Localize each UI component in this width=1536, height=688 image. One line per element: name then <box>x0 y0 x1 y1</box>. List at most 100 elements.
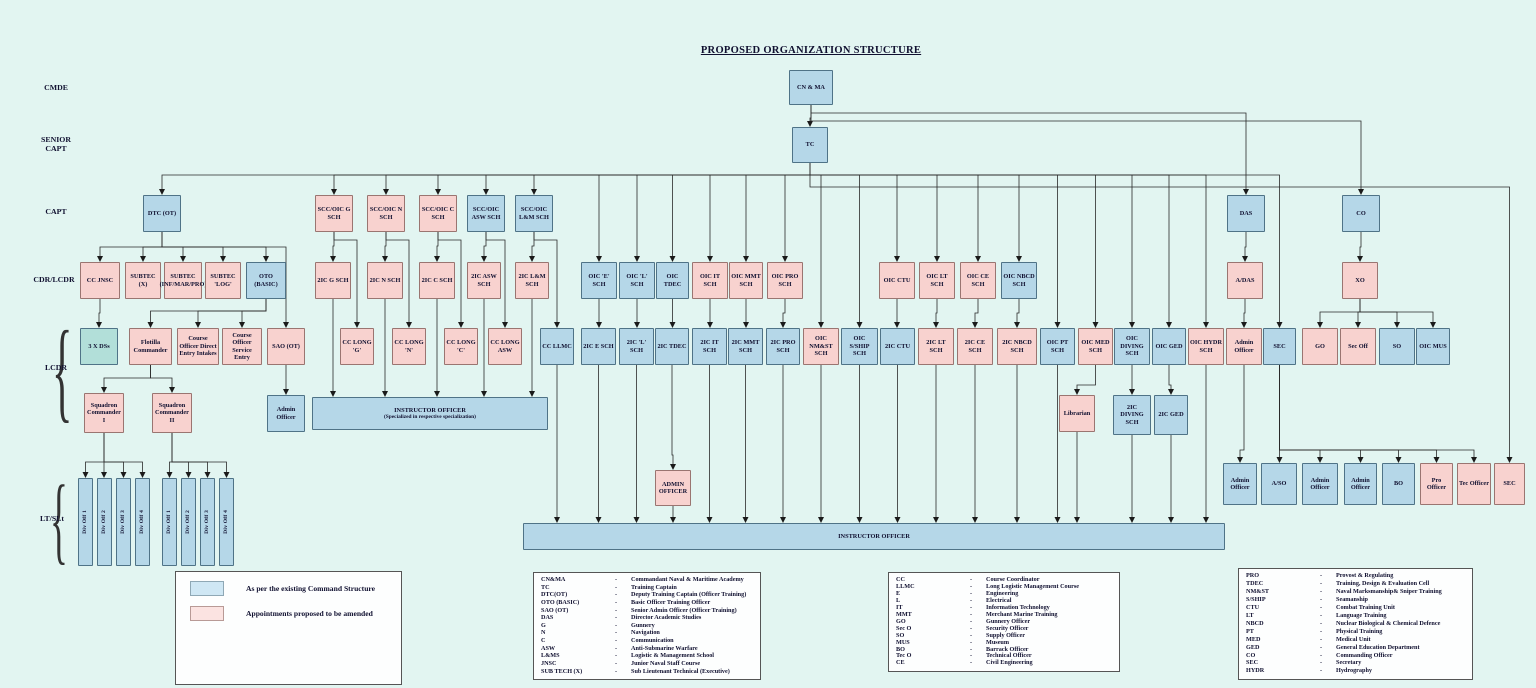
abbr-row: GED-General Education Department <box>1246 643 1465 652</box>
abbr-row: C-Communication <box>541 637 753 645</box>
abbr-row: SEC-Secretary <box>1246 660 1465 667</box>
org-box-i2ged: 2IC GED <box>1154 395 1188 435</box>
org-box-i2it: 2IC IT SCH <box>692 328 727 365</box>
abbr-dash: - <box>969 617 973 625</box>
connector-co-xo <box>1357 232 1363 262</box>
connector-tc-oicl <box>634 163 811 262</box>
abbr-key: S/SHIP <box>1246 595 1266 603</box>
org-box-label: OIC NM&ST SCH <box>809 335 833 358</box>
abbr-key: HYDR <box>1246 667 1265 675</box>
abbr-key: SUB TECH (X) <box>541 667 583 675</box>
org-box-label: CC JNSC <box>86 276 114 284</box>
connector-flotilla-sqn2 <box>150 365 175 393</box>
connector-sccc-clc <box>437 232 464 328</box>
org-box-label: ADMIN OFFICER <box>658 480 688 495</box>
abbr-key: CE <box>896 659 905 667</box>
abbr-value: Director Academic Studies <box>631 614 702 622</box>
connector-cnma-co <box>810 105 1364 195</box>
abbr-key: GED <box>1246 643 1260 651</box>
org-box-label: 2IC PRO SCH <box>770 339 796 354</box>
org-box-i2g: 2IC G SCH <box>315 262 351 299</box>
org-box-bar1: INSTRUCTOR OFFICER(Specialized in respec… <box>312 397 548 430</box>
connector-sccg-clg <box>333 232 360 328</box>
abbr-value: Technical Officer <box>986 652 1032 660</box>
org-box-oto: OTO (BASIC) <box>246 262 286 299</box>
org-box-dss: 3 X DSs <box>80 328 118 365</box>
org-box-i2tdec: 2IC TDEC <box>655 328 689 365</box>
org-box-d2: Div Off 2 <box>97 478 112 566</box>
connector-sqn2-d7 <box>171 433 211 478</box>
abbr-dash: - <box>614 652 618 660</box>
org-box-oicpro: OIC PRO SCH <box>767 262 803 299</box>
org-box-bar2: INSTRUCTOR OFFICER <box>523 523 1225 550</box>
abbr-row: N-Navigation <box>541 630 753 637</box>
org-box-adminbr1: Admin Officer <box>1223 463 1257 505</box>
abbr-dash: - <box>969 645 973 653</box>
org-box-label: SUBTEC (INF/MAR/PRO) <box>159 273 207 288</box>
blue-swatch <box>190 581 224 596</box>
abbr-dash: - <box>1319 587 1323 595</box>
abbr-key: PRO <box>1246 572 1260 579</box>
abbr-key: CC <box>896 576 905 583</box>
abbr-dash: - <box>614 614 618 622</box>
abbr-dash: - <box>1319 651 1323 659</box>
connector-tc-oicmed <box>809 163 1099 328</box>
org-box-label: OIC LT SCH <box>926 273 948 288</box>
abbr-key: TDEC <box>1246 579 1264 587</box>
abbr-dash: - <box>1319 619 1323 627</box>
abbr-value: Course Coordinator <box>986 576 1040 583</box>
org-box-asobr: A/SO <box>1261 463 1297 505</box>
org-box-label: 2IC NBCD SCH <box>1002 339 1032 354</box>
org-box-cose: Course Officer Service Entry <box>222 328 262 365</box>
abbr-value: Information Technology <box>986 603 1050 611</box>
abbr-value: Communication <box>631 637 674 644</box>
org-box-label: Div Off 4 <box>139 510 146 534</box>
org-box-label: Admin Officer <box>276 406 296 421</box>
org-box-co: CO <box>1342 195 1380 232</box>
pink-swatch <box>190 606 224 621</box>
org-box-label: Flotilla Commander <box>133 339 168 354</box>
abbr-row: G-Gunnery <box>541 621 753 630</box>
org-box-d6: Div Off 2 <box>181 478 196 566</box>
connector-tc-oictdec <box>669 163 811 262</box>
org-box-label: 2IC CE SCH <box>964 339 986 354</box>
abbr-key: JNSC <box>541 659 557 667</box>
org-box-label: OIC TDEC <box>663 273 682 288</box>
abbr-dash: - <box>969 638 973 646</box>
abbr-dash: - <box>969 652 973 660</box>
abbr-dash: - <box>614 598 618 606</box>
connector-dtc-subtecx <box>140 232 163 262</box>
abbr-row: CE-Civil Engineering <box>896 660 1112 667</box>
connector-oiclt-i2lt <box>933 299 939 328</box>
abbr-key: G <box>541 621 546 629</box>
connector-tc-oicpro <box>782 163 811 262</box>
org-box-adminbr2: Admin Officer <box>1302 463 1338 505</box>
abbr-value: Navigation <box>631 629 660 637</box>
abbr-row: JNSC-Junior Naval Staff Course <box>541 659 753 668</box>
connector-sqn1-d4 <box>103 433 146 478</box>
org-box-adminob: Admin Officer <box>267 395 305 432</box>
org-box-d4: Div Off 4 <box>135 478 150 566</box>
page-title: PROPOSED ORGANIZATION STRUCTURE <box>700 45 922 56</box>
abbr-row: SO-Supply Officer <box>896 632 1112 640</box>
connector-i2tdec-adminbig <box>670 365 676 470</box>
abbr-value: Secretary <box>1336 659 1362 667</box>
org-box-oicged: OIC GED <box>1152 328 1186 365</box>
org-box-label: INSTRUCTOR OFFICER <box>394 406 466 414</box>
abbr-value: Language Training <box>1336 611 1387 619</box>
connector-tc-scclm <box>531 163 811 195</box>
abbr-row: OTO (BASIC)-Basic Officer Training Offic… <box>541 598 753 607</box>
abbr-value: Provost & Regulating <box>1336 572 1394 579</box>
abbr-value: Logistic & Management School <box>631 652 715 660</box>
org-box-label: Div Off 4 <box>223 510 230 534</box>
abbr-key: L&MS <box>541 652 560 660</box>
org-box-sccasw: SCC/OIC ASW SCH <box>467 195 505 232</box>
org-box-scclm: SCC/OIC L&M SCH <box>515 195 553 232</box>
abbr-key: GO <box>896 617 906 625</box>
org-box-oicnmst: OIC NM&ST SCH <box>803 328 839 365</box>
abbr-dash: - <box>614 644 618 652</box>
org-box-label: 2IC N SCH <box>369 276 401 284</box>
org-box-label: 2IC C SCH <box>421 276 453 284</box>
connector-oto-codei <box>195 299 267 328</box>
